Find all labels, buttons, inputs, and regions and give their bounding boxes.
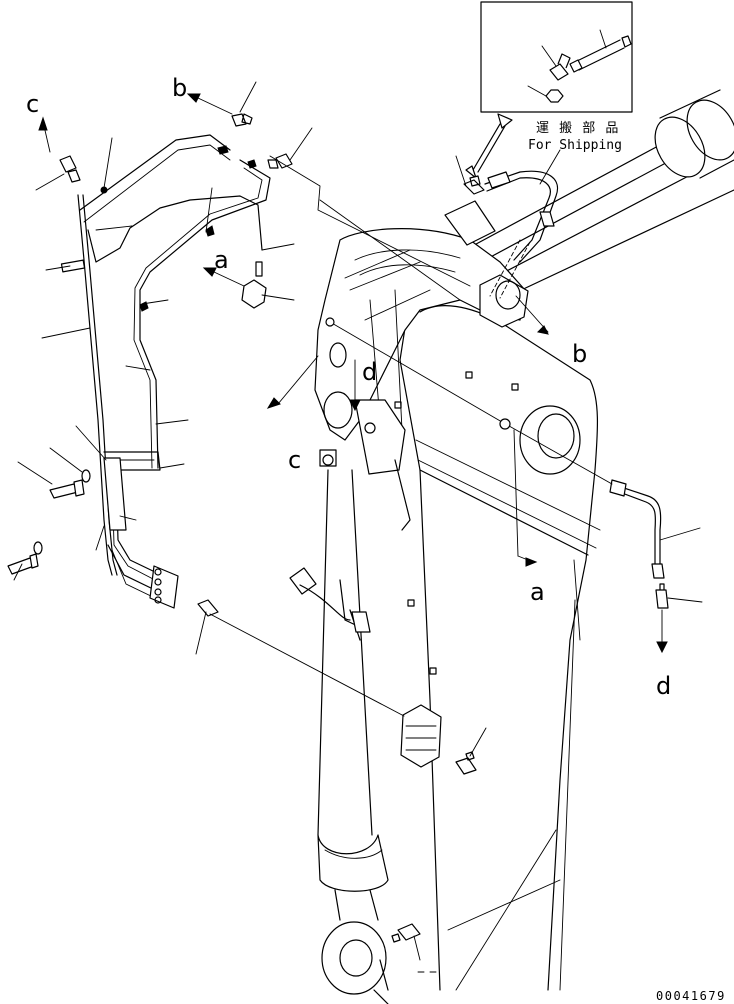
- arrow-down-left-icon: [266, 397, 281, 409]
- inset-label-jp: 運 搬 部 品: [536, 121, 621, 136]
- washer-icon: [33, 541, 43, 555]
- arrow-left-icon: [202, 267, 217, 277]
- arrow-down-icon: [656, 641, 668, 654]
- washer-icon: [81, 469, 91, 483]
- arrow-down-icon: [349, 399, 361, 412]
- arrow-right-icon: [525, 557, 538, 567]
- marker-c-middle: c: [288, 446, 301, 474]
- shipping-parts-inset: 運 搬 部 品 For Shipping: [480, 1, 633, 153]
- inset-label-en: For Shipping: [528, 138, 622, 153]
- piping-assembly: [7, 81, 313, 655]
- marker-d-middle: d: [362, 358, 377, 386]
- direction-arrows: [38, 93, 668, 654]
- marker-b-top: b: [172, 74, 187, 102]
- arrow-left-icon: [186, 93, 201, 103]
- hose-lines: [209, 149, 703, 961]
- inset-frame: [480, 1, 633, 113]
- arrow-up-icon: [38, 116, 48, 131]
- shipping-arrow-icon: [465, 113, 513, 179]
- nut-icon: [545, 89, 564, 103]
- marker-c-top: c: [26, 90, 39, 118]
- elbow-fitting-icon: [463, 175, 485, 195]
- arrow-right-icon: [536, 325, 549, 335]
- marker-b-right: b: [572, 340, 587, 368]
- marker-a-lower: a: [530, 578, 545, 606]
- boom-arm: [314, 89, 734, 991]
- elbow-fitting-icon: [549, 53, 571, 81]
- document-number: 00041679: [656, 989, 726, 1003]
- arm-cylinder: [289, 469, 389, 1004]
- marker-d-right: d: [656, 672, 671, 700]
- bolt-icon: [49, 483, 79, 499]
- marker-a-center: a: [214, 246, 229, 274]
